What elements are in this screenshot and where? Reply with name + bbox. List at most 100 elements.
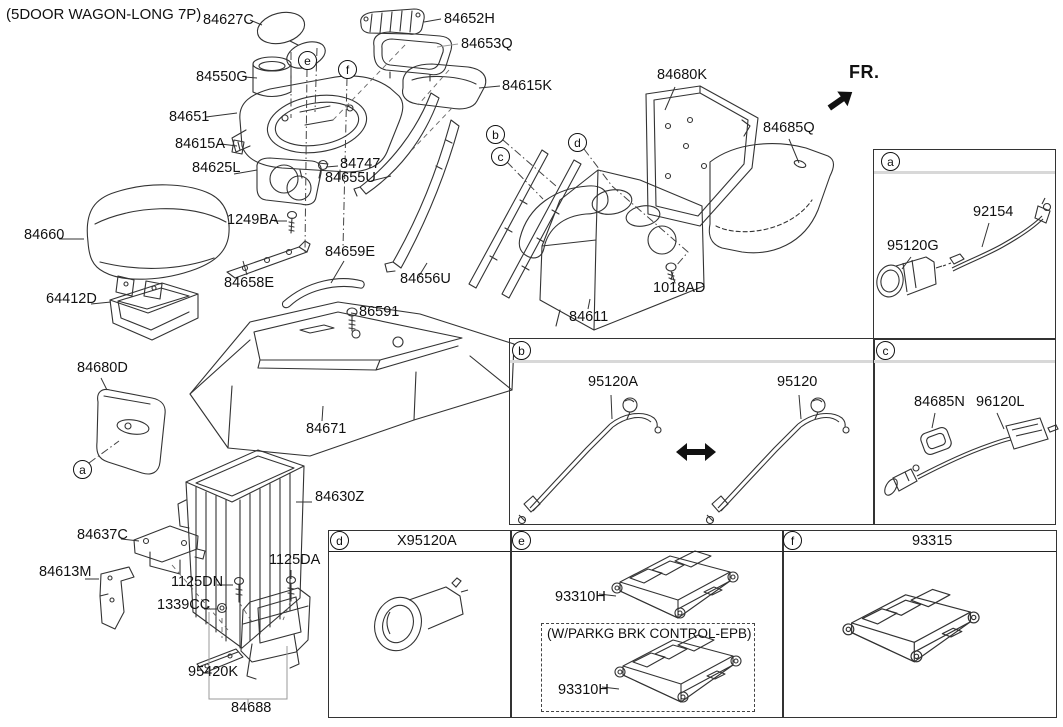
callout-leader-lines — [88, 47, 689, 464]
label-84652H: 84652H — [444, 11, 495, 27]
label-1339CC: 1339CC — [157, 597, 211, 613]
label-95120G: 95120G — [887, 238, 939, 254]
label-84611: 84611 — [569, 309, 609, 325]
page-title: (5DOOR WAGON-LONG 7P) — [6, 6, 202, 23]
label-84655U: 84655U — [325, 170, 376, 186]
label-1249BA: 1249BA — [227, 212, 279, 228]
drawing-clip-84615A — [231, 139, 245, 155]
label-84659E: 84659E — [325, 244, 375, 260]
drawing-trim-84656U — [384, 119, 460, 273]
drawing-cover-84680D — [96, 388, 166, 475]
label-1125DN: 1125DN — [171, 574, 224, 590]
label-84660: 84660 — [24, 227, 65, 243]
label-84685Q: 84685Q — [763, 120, 815, 136]
inset-box-c — [873, 338, 1056, 525]
label-84656U: 84656U — [400, 271, 451, 287]
label-93310H-epb: 93310H — [558, 682, 609, 698]
drawing-panel-84680K — [645, 85, 759, 227]
drawing-screw-1125DN — [233, 576, 245, 603]
inset-box-d-letter: d — [330, 531, 349, 550]
callout-a: a — [73, 460, 92, 479]
drawing-bracket-84613M — [99, 566, 135, 630]
drawing-console-body-84671 — [189, 301, 515, 457]
callout-f: f — [338, 60, 357, 79]
drawing-cable-92154 — [951, 197, 1052, 272]
label-1018AD: 1018AD — [653, 280, 706, 296]
drawing-frame-84653Q — [373, 31, 453, 82]
label-95120A: 95120A — [588, 374, 638, 390]
drawing-trim-84655U — [353, 92, 440, 197]
drawing-trim-84659E — [281, 278, 365, 309]
label-84658E: 84658E — [224, 275, 274, 291]
label-84615K: 84615K — [502, 78, 552, 94]
drawing-bolt-1018AD — [665, 262, 677, 284]
label-92154: 92154 — [973, 204, 1014, 220]
inset-box-d — [328, 530, 511, 718]
inset-box-d-title: X95120A — [397, 533, 457, 549]
inset-box-e-letter: e — [512, 531, 531, 550]
label-84630Z: 84630Z — [315, 489, 365, 505]
label-95120: 95120 — [777, 374, 818, 390]
label-84671: 84671 — [306, 421, 347, 437]
label-84688: 84688 — [231, 700, 272, 716]
label-84613M: 84613M — [39, 564, 92, 580]
gray-leader-lines — [208, 43, 459, 705]
drawing-pad-84615K — [401, 63, 487, 110]
inset-box-f-letter: f — [783, 531, 802, 550]
drawing-tray-64412D — [109, 282, 199, 341]
drawing-bracket-84637C — [133, 525, 206, 575]
drawing-bracket-95420K — [196, 587, 311, 680]
label-64412D: 64412D — [46, 291, 97, 307]
label-84747: 84747 — [340, 156, 381, 172]
inset-box-a — [873, 149, 1056, 340]
drawing-bracket-84652H — [360, 8, 425, 35]
label-84625L: 84625L — [192, 160, 241, 176]
label-84637C: 84637C — [77, 527, 128, 543]
label-96120L: 96120L — [976, 394, 1025, 410]
swap-arrow-icon — [676, 443, 716, 461]
drawing-cup-84550G — [252, 56, 292, 98]
fr-direction-arrow — [827, 91, 853, 111]
drawing-screw-1249BA — [286, 210, 298, 234]
label-84651: 84651 — [169, 109, 210, 125]
label-84685N: 84685N — [914, 394, 965, 410]
drawing-cable-96120L — [884, 417, 1059, 496]
inset-box-a-letter: a — [881, 152, 900, 171]
inset-box-e — [511, 530, 784, 718]
drawing-armrest-84660 — [86, 184, 230, 300]
callout-b: b — [486, 125, 505, 144]
drawing-clip-84685N — [920, 427, 952, 455]
label-84550G: 84550G — [196, 69, 248, 85]
label-84615A: 84615A — [175, 136, 225, 152]
callout-d: d — [568, 133, 587, 152]
label-86591: 86591 — [359, 304, 400, 320]
label-1125DA: 1125DA — [269, 552, 321, 568]
fr-label: FR. — [849, 62, 880, 82]
inset-box-d-divider — [329, 551, 510, 552]
drawing-screw-86591 — [346, 307, 358, 332]
inset-box-c-letter: c — [876, 341, 895, 360]
epb-variant-note: (W/PARKG BRK CONTROL-EPB) — [547, 626, 752, 641]
inset-box-b-divider — [510, 360, 874, 363]
drawing-socket-X95120A — [374, 577, 469, 652]
inset-box-f — [782, 530, 1057, 718]
label-84627C: 84627C — [203, 12, 254, 28]
drawing-trim-84658E — [226, 240, 311, 279]
inset-box-c-divider — [874, 360, 1055, 363]
drawing-console-upper-84611 — [468, 149, 705, 331]
inset-box-b — [509, 338, 875, 525]
construction-lines — [171, 43, 453, 638]
inset-box-f-title: 93315 — [912, 533, 953, 549]
label-93310H: 93310H — [555, 589, 606, 605]
drawing-cupholder-84625L — [256, 157, 322, 206]
label-95420K: 95420K — [188, 664, 238, 680]
inset-box-b-letter: b — [512, 341, 531, 360]
inset-box-e-divider — [512, 551, 783, 552]
label-84680D: 84680D — [77, 360, 128, 376]
inset-box-f-divider — [783, 551, 1056, 552]
drawing-clip-84747 — [317, 159, 329, 179]
drawing-trim-84685Q — [708, 143, 835, 254]
drawing-bin-84630Z — [177, 449, 305, 649]
